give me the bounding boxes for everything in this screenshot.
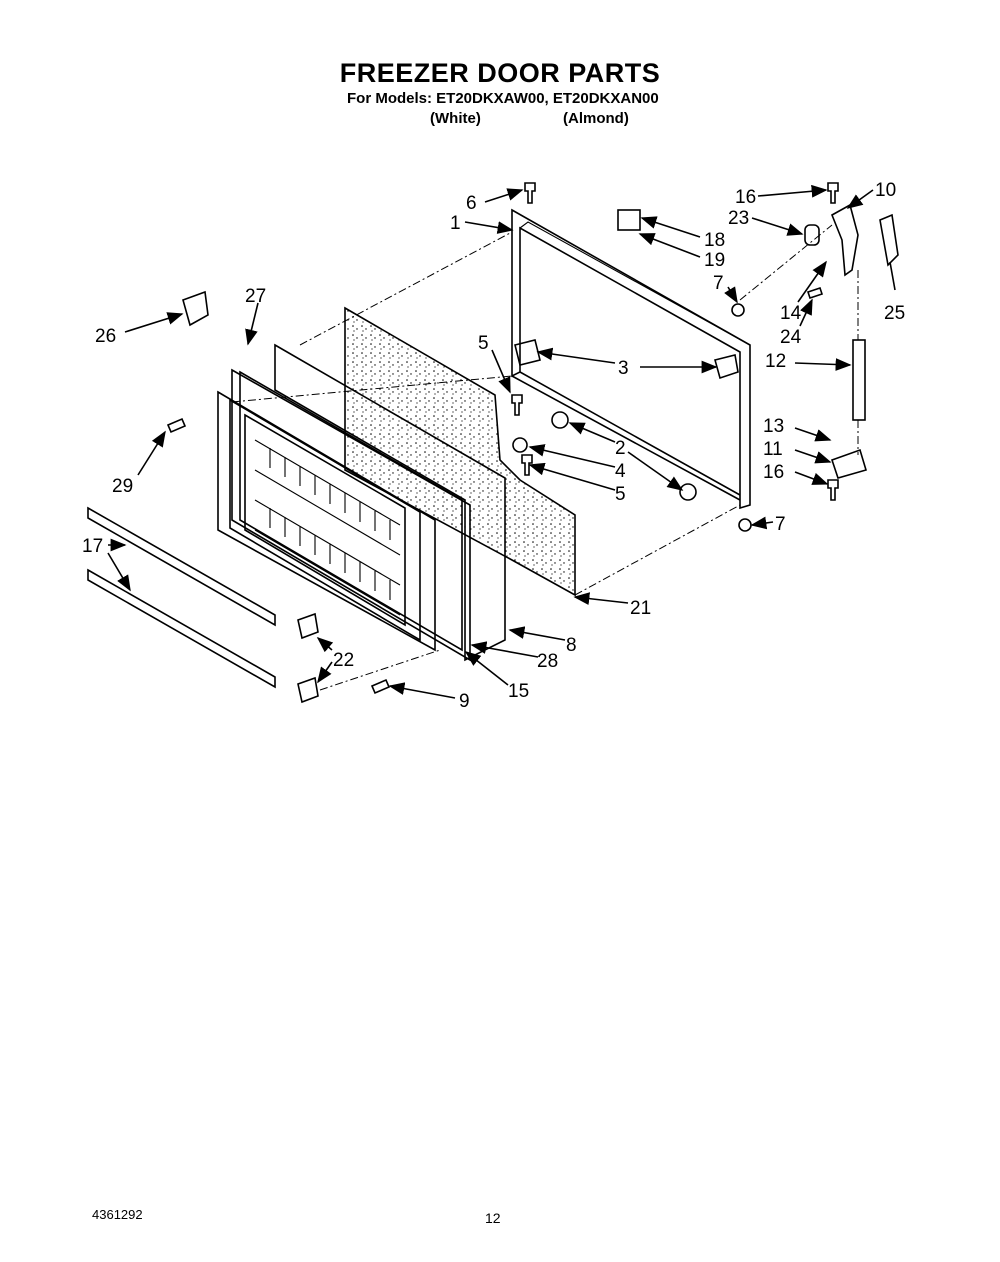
page-title: FREEZER DOOR PARTS [339, 58, 661, 88]
callout-1: 1 [450, 213, 461, 234]
shelf-bars [87, 506, 319, 704]
callout-3: 3 [618, 358, 629, 379]
callout-11: 11 [763, 439, 783, 460]
callout-4: 4 [615, 461, 626, 482]
callout-22: 22 [333, 650, 354, 671]
callout-24: 24 [780, 327, 802, 348]
callout-25: 25 [884, 303, 905, 324]
screws [166, 182, 839, 695]
door-frame [511, 208, 751, 510]
color-almond: (Almond) [563, 110, 629, 127]
callout-19: 19 [704, 250, 725, 271]
callout-7: 7 [713, 273, 724, 294]
callout-12: 12 [765, 351, 786, 372]
callout-17: 17 [82, 536, 103, 557]
callout-18: 18 [704, 230, 725, 251]
models-line: For Models: ET20DKXAW00, ET20DKXAN00 [347, 90, 659, 107]
callout-7b: 7 [775, 514, 786, 535]
callout-27: 27 [245, 286, 266, 307]
hinge-parts [182, 203, 899, 532]
callout-9: 9 [459, 691, 470, 712]
callout-2: 2 [615, 438, 626, 459]
callout-23: 23 [728, 208, 749, 229]
callout-13: 13 [763, 416, 784, 437]
alignment-lines [231, 224, 859, 691]
callout-10: 10 [875, 180, 896, 201]
callout-26: 26 [95, 326, 116, 347]
callout-6: 6 [466, 193, 477, 214]
callout-21: 21 [630, 598, 651, 619]
document-number: 4361292 [92, 1207, 143, 1222]
callout-16b: 16 [763, 462, 784, 483]
callouts: 6 1 16 10 23 18 19 7 14 24 25 26 27 5 3 … [82, 180, 905, 712]
callout-15: 15 [508, 681, 529, 702]
callout-29: 29 [112, 476, 133, 497]
color-white: (White) [430, 110, 481, 127]
callout-5: 5 [478, 333, 489, 354]
liner-ribs [254, 439, 401, 616]
callout-16: 16 [735, 187, 756, 208]
callout-14: 14 [780, 303, 802, 324]
callout-8: 8 [566, 635, 577, 656]
callout-5b: 5 [615, 484, 626, 505]
callout-28: 28 [537, 651, 558, 672]
page-number: 12 [485, 1210, 501, 1226]
